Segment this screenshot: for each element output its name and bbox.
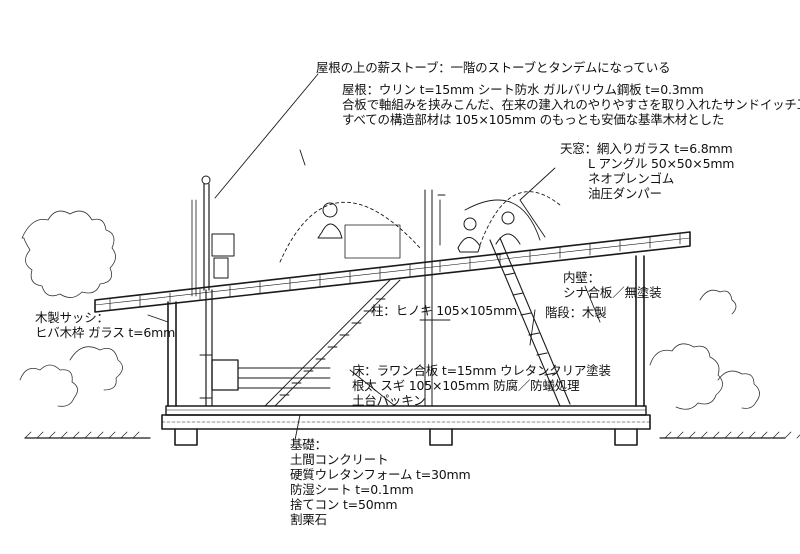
label-floor-1: 床：ラワン合板 t=15mm ウレタンクリア塗装 bbox=[352, 363, 611, 378]
label-roof-spec-1: 屋根：ウリン t=15mm シート防水 ガルバリウム鋼板 t=0.3mm bbox=[342, 82, 704, 97]
wall-spec-block: 内壁： シナ合板／無塗装 bbox=[563, 270, 662, 300]
leader-lines bbox=[147, 73, 601, 441]
interior-columns bbox=[344, 189, 433, 407]
label-roof-spec-3: すべての構造部材は 105×105mm のもっとも安価な基準木材とした bbox=[342, 112, 725, 127]
foundation-spec-block: 基礎： 土間コンクリート 硬質ウレタンフォーム t=30mm 防湿シート t=0… bbox=[290, 437, 471, 527]
roof bbox=[94, 231, 691, 313]
label-column: 柱：ヒノキ 105×105mm bbox=[371, 303, 518, 318]
people-figures bbox=[317, 202, 521, 253]
label-sash-1: 木製サッシ： bbox=[35, 310, 109, 325]
label-wall-2: シナ合板／無塗装 bbox=[563, 285, 662, 300]
label-sash-2: ヒバ木枠 ガラス t=6mm bbox=[35, 325, 176, 340]
label-skylight-4: 油圧ダンパー bbox=[588, 186, 662, 201]
interior-stove bbox=[199, 289, 331, 407]
tree-sketch-right bbox=[649, 289, 760, 410]
label-floor-3: 土台パッキン bbox=[352, 393, 426, 408]
label-wall-1: 内壁： bbox=[563, 270, 600, 285]
tree-sketch-left bbox=[19, 210, 123, 407]
label-foundation-6: 割栗石 bbox=[290, 512, 327, 527]
label-foundation-4: 防湿シート t=0.1mm bbox=[290, 482, 414, 497]
interior-stair bbox=[264, 279, 401, 407]
floor bbox=[165, 405, 647, 416]
rooftop-stove bbox=[191, 175, 235, 297]
label-floor-2: 根太 スギ 105×105mm 防腐／防蟻処理 bbox=[352, 378, 580, 393]
label-skylight-2: L アングル 50×50×5mm bbox=[588, 156, 735, 171]
label-rooftop-stove: 屋根の上の薪ストーブ：一階のストーブとタンデムになっている bbox=[316, 60, 671, 75]
label-roof-spec-2: 合板で軸組みを挟みこんだ、在来の建入れのやりやすさを取り入れたサンドイッチ工法 bbox=[342, 97, 800, 112]
label-foundation-2: 土間コンクリート bbox=[290, 452, 389, 467]
label-skylight-1: 天窓：網入りガラス t=6.8mm bbox=[560, 141, 733, 156]
sash-spec-block: 木製サッシ： ヒバ木枠 ガラス t=6mm bbox=[35, 310, 175, 340]
label-foundation-1: 基礎： bbox=[290, 437, 327, 452]
ladder bbox=[489, 237, 571, 407]
label-stair: 階段：木製 bbox=[545, 305, 607, 320]
label-foundation-5: 捨てコン t=50mm bbox=[290, 497, 398, 512]
label-skylight-3: ネオプレンゴム bbox=[588, 171, 675, 186]
exterior-walls bbox=[167, 255, 645, 407]
skylight bbox=[279, 191, 561, 263]
floor-spec-block: 床：ラワン合板 t=15mm ウレタンクリア塗装 根太 スギ 105×105mm… bbox=[352, 363, 611, 408]
label-foundation-3: 硬質ウレタンフォーム t=30mm bbox=[290, 467, 471, 482]
skylight-spec-block: 天窓：網入りガラス t=6.8mm L アングル 50×50×5mm ネオプレン… bbox=[560, 141, 734, 201]
roof-spec-block: 屋根：ウリン t=15mm シート防水 ガルバリウム鋼板 t=0.3mm 合板で… bbox=[342, 82, 800, 127]
